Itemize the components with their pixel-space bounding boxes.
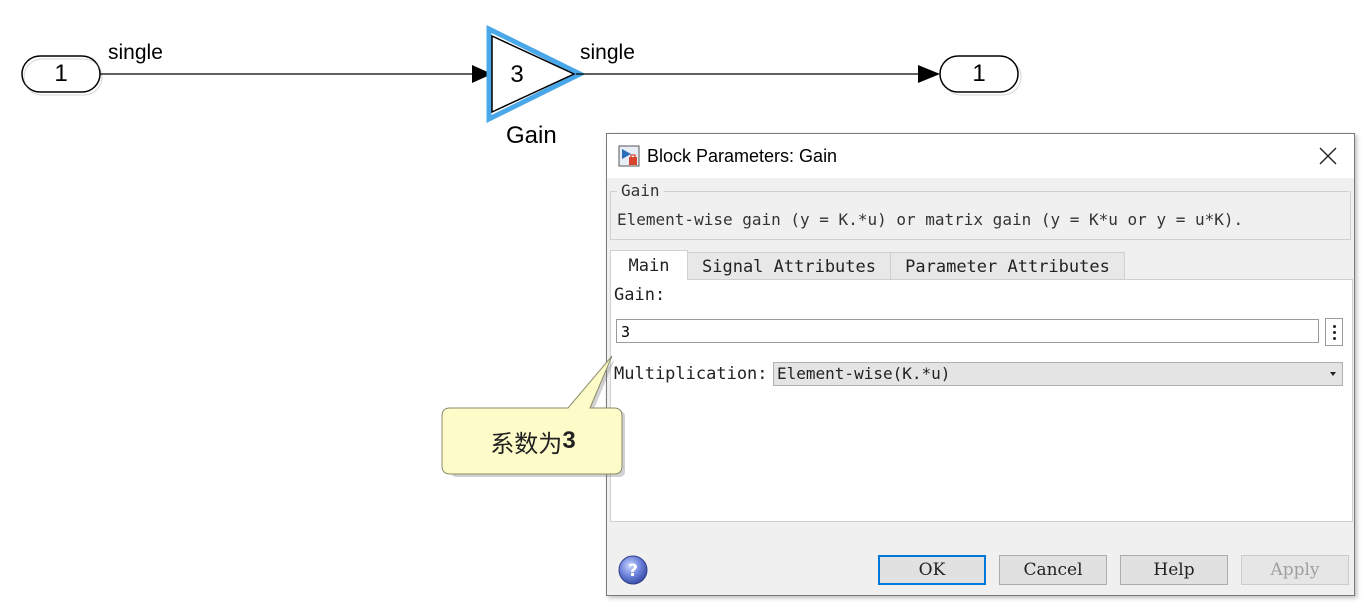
- simulink-block-icon: [618, 145, 640, 167]
- svg-text:?: ?: [628, 561, 638, 581]
- inport-number: 1: [54, 60, 68, 87]
- callout-bubble: [441, 355, 625, 477]
- outport-block[interactable]: [939, 55, 1019, 93]
- outport-number: 1: [972, 60, 986, 87]
- ok-button[interactable]: OK: [878, 555, 986, 585]
- group-title: Gain: [617, 181, 664, 200]
- description-group: [610, 191, 1351, 240]
- tab-main[interactable]: Main: [610, 250, 688, 280]
- gain-block[interactable]: [491, 34, 576, 114]
- block-description: Element-wise gain (y = K.*u) or matrix g…: [617, 210, 1244, 229]
- close-button[interactable]: [1311, 142, 1345, 170]
- more-options-button[interactable]: [1325, 318, 1343, 346]
- callout-text-cn: 系数为: [490, 429, 563, 458]
- gain-block-value: 3: [510, 61, 524, 88]
- cancel-button[interactable]: Cancel: [999, 555, 1107, 585]
- help-icon[interactable]: ?: [618, 555, 648, 585]
- block-parameters-dialog: Block Parameters: Gain Gain Element-wise…: [606, 133, 1355, 596]
- dialog-title: Block Parameters: Gain: [647, 146, 838, 166]
- multiplication-value: Element-wise(K.*u): [777, 364, 951, 383]
- help-button[interactable]: Help: [1120, 555, 1228, 585]
- output-arrowhead: [918, 65, 940, 83]
- close-icon: [1319, 147, 1337, 165]
- tab-parameter-attributes[interactable]: Parameter Attributes: [890, 252, 1125, 280]
- more-dot-icon: [1332, 324, 1336, 328]
- gain-block-selection: [486, 24, 586, 124]
- output-signal-type-label: single: [580, 41, 635, 64]
- gain-label: Gain:: [614, 285, 666, 305]
- dialog-titlebar[interactable]: Block Parameters: Gain: [607, 134, 1354, 178]
- multiplication-label: Multiplication:: [614, 364, 768, 384]
- dropdown-arrow-icon: [1330, 372, 1336, 376]
- callout-text-number: 3: [562, 427, 576, 454]
- group-divider: [610, 191, 1349, 192]
- multiplication-select[interactable]: Element-wise(K.*u): [773, 362, 1343, 386]
- gain-block-name[interactable]: Gain: [506, 122, 557, 149]
- input-signal-type-label: single: [108, 41, 163, 64]
- tab-signal-attributes[interactable]: Signal Attributes: [686, 252, 892, 280]
- gain-input[interactable]: 3: [616, 319, 1319, 343]
- input-arrowhead: [472, 65, 492, 83]
- main-tab-panel: [610, 279, 1353, 522]
- apply-button[interactable]: Apply: [1241, 555, 1349, 585]
